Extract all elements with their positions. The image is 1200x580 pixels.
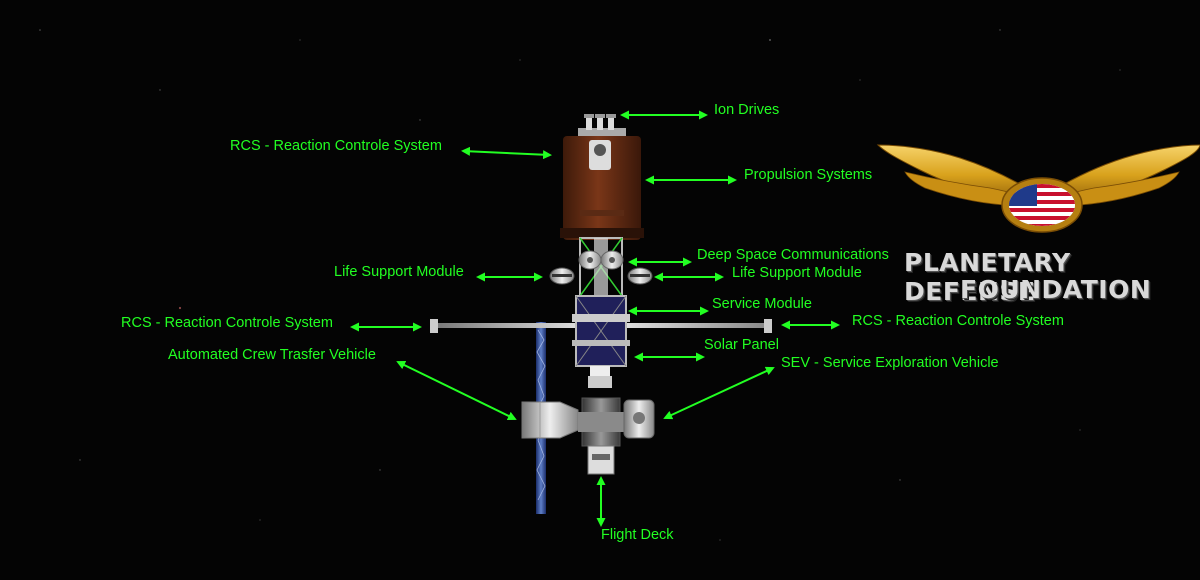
- arrow-sev: [663, 366, 775, 420]
- label-life-support-right: Life Support Module: [732, 265, 862, 281]
- crew-transfer-vehicle: [521, 401, 579, 439]
- logo-title-line1: PLANETARY DEFENSE: [904, 248, 1071, 306]
- label-ion-drives: Ion Drives: [714, 102, 780, 118]
- label-solar-panel: Solar Panel: [704, 337, 779, 353]
- pointer-arrows: [350, 110, 840, 527]
- label-crew-transfer: Automated Crew Trasfer Vehicle: [168, 347, 376, 363]
- life-support-modules: [549, 267, 653, 285]
- label-rcs-right: RCS - Reaction Controle System: [852, 313, 1064, 329]
- truss: [579, 237, 623, 297]
- foundation-logo-wings: [876, 144, 1200, 233]
- label-life-support-left: Life Support Module: [334, 264, 464, 280]
- comm-dishes: [578, 250, 624, 270]
- arrow-rcs-top: [461, 146, 552, 160]
- label-sev: SEV - Service Exploration Vehicle: [781, 355, 999, 371]
- label-deep-space-comms: Deep Space Communications: [697, 247, 889, 263]
- starfield: [39, 29, 1121, 541]
- sev-vehicle: [623, 399, 655, 439]
- label-service-module: Service Module: [712, 296, 812, 312]
- label-flight-deck: Flight Deck: [601, 527, 674, 543]
- service-module-body: [572, 295, 630, 388]
- central-hub: [578, 397, 624, 447]
- flag-icon: [1009, 184, 1075, 226]
- label-propulsion: Propulsion Systems: [744, 167, 873, 183]
- ion-drives: [578, 114, 626, 138]
- flight-deck-module: [587, 445, 615, 475]
- arrow-crew-transfer: [396, 361, 517, 420]
- logo-title-line2: FOUNDATION: [960, 275, 1152, 304]
- label-rcs-left: RCS - Reaction Controle System: [121, 315, 333, 331]
- propulsion-tank: [560, 136, 644, 240]
- label-rcs-top: RCS - Reaction Controle System: [230, 138, 442, 154]
